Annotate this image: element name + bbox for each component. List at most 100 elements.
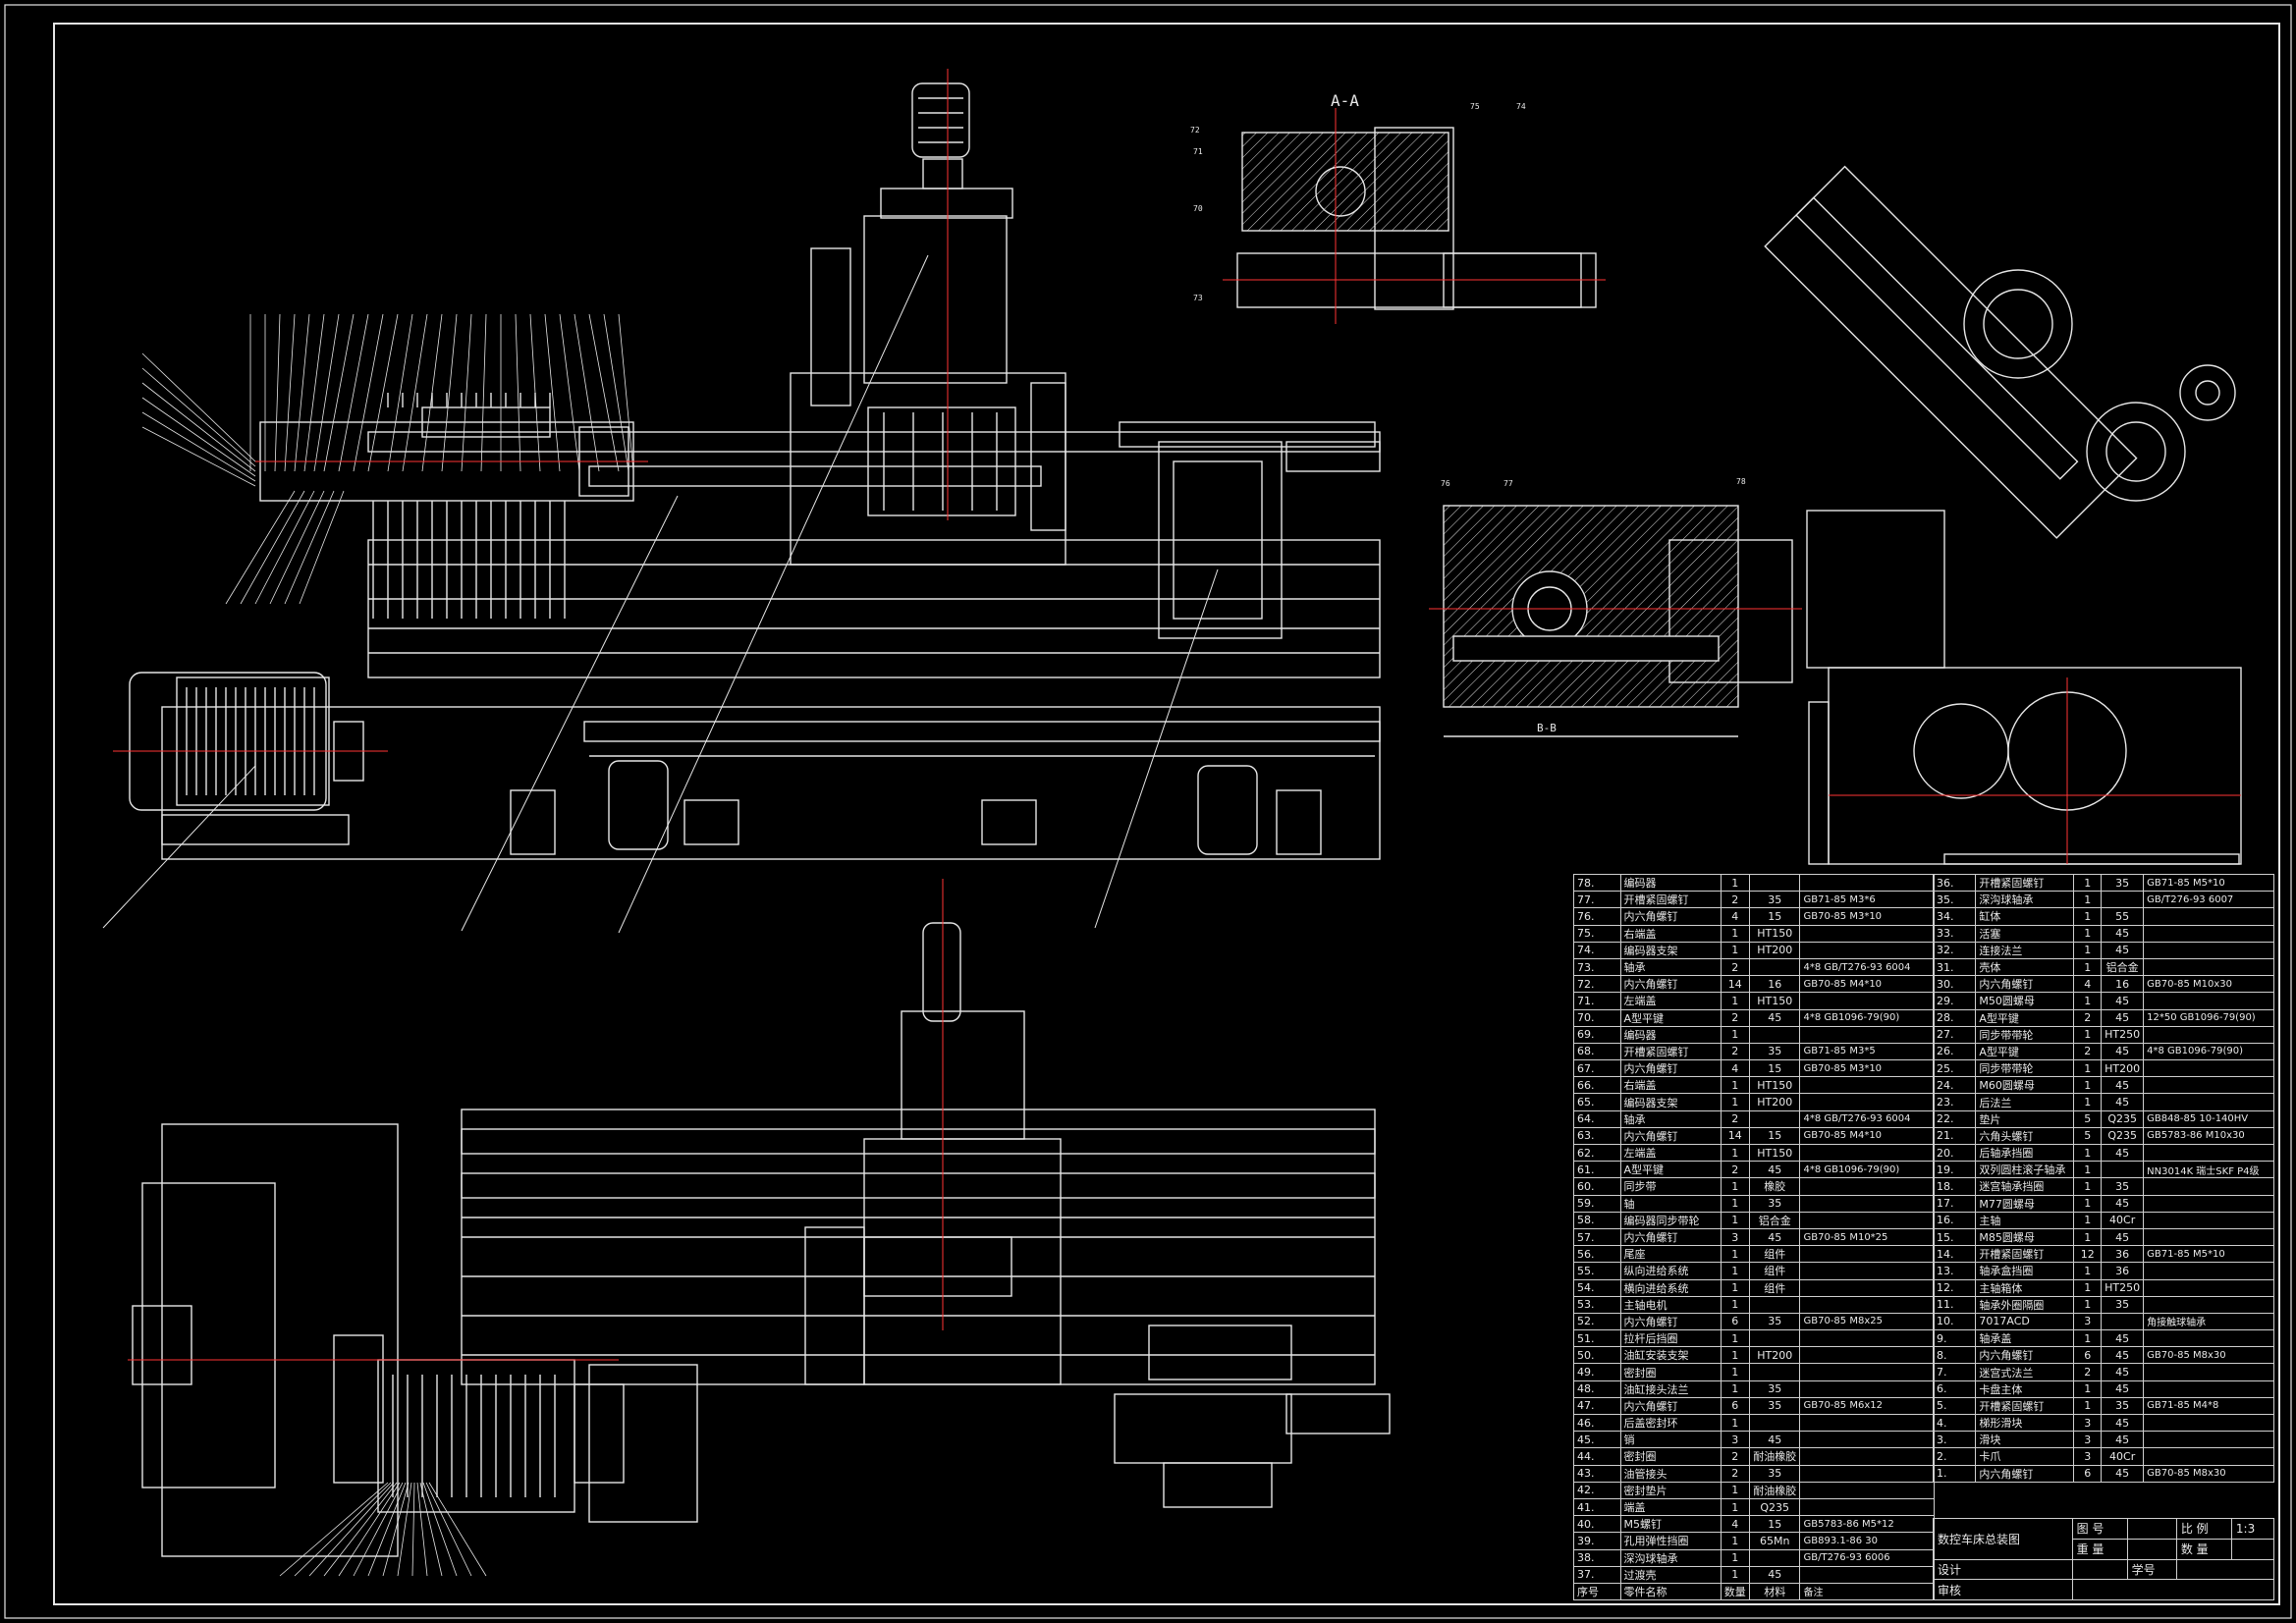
callout-76: 76 [1441,479,1450,488]
bom-cell [2101,891,2145,909]
bom-cell: 52. [1573,1312,1621,1331]
bom-cell: 12*50 GB1096-79(90) [2143,1008,2274,1027]
callout-70: 70 [1193,204,1203,213]
bom-cell: 35 [1748,1312,1801,1331]
bom-cell: 71. [1573,992,1621,1010]
bom-cell: 1 [2073,1329,2103,1348]
bom-cell: 主轴箱体 [1975,1278,2075,1297]
bom-cell: 55. [1573,1262,1621,1280]
bom-cell: 2 [1720,957,1750,977]
bom-cell: 3. [1932,1431,1977,1449]
bom-cell: 16 [1748,975,1801,994]
bom-cell: 3 [2073,1447,2103,1466]
bom-cell [1748,1109,1801,1128]
bom-cell: 45 [1748,1008,1801,1027]
bom-cell: 5. [1932,1396,1977,1416]
bom-cell: 1 [1720,1346,1750,1365]
bom-cell: Q235 [1748,1497,1801,1517]
bom-cell: 过渡壳 [1619,1565,1722,1584]
bom-cell: 同步带带轮 [1975,1059,2075,1078]
bom-cell: 39. [1573,1532,1621,1550]
bom-cell: 54. [1573,1278,1621,1297]
bom-cell: 9. [1932,1329,1977,1348]
bom-cell: 28. [1932,1008,1977,1027]
bom-cell: 卡爪 [1975,1447,2075,1466]
bom-cell: 3 [1720,1431,1750,1449]
bom-cell: 4*8 GB1096-79(90) [1799,1161,1935,1179]
bom-cell: GB71-85 M5*10 [2143,1245,2274,1264]
bom-cell: 40Cr [2101,1211,2145,1229]
bom-cell [2101,1312,2145,1331]
bom-cell [2143,1329,2274,1348]
bom-cell [1799,941,1935,959]
xue-hao-label: 学号 [2126,1558,2177,1581]
bom-cell [1799,1481,1935,1499]
bom-cell [1799,1025,1935,1044]
bom-cell: 45 [2101,1008,2145,1027]
bom-cell: 1 [2073,1059,2103,1078]
bom-cell: 卡盘主体 [1975,1380,2075,1398]
bom-cell: 1 [2073,957,2103,977]
bom-cell: 1 [2073,924,2103,943]
bom-cell: 1 [2073,1093,2103,1111]
bom-cell: 主轴电机 [1619,1295,1722,1314]
bom-cell: 2 [2073,1042,2103,1061]
bom-cell [1799,1076,1935,1095]
bom-cell: NN3014K 瑞士SKF P4级 [2143,1161,2274,1179]
bom-cell: 1 [1720,1497,1750,1517]
bom-cell [1799,1329,1935,1348]
outer-frame [4,4,2292,1619]
bom-cell: HT200 [2101,1059,2145,1078]
bom-cell: 45 [2101,1093,2145,1111]
bom-cell: 1 [1720,941,1750,959]
bom-cell: GB70-85 M10*25 [1799,1227,1935,1247]
bom-cell: 4 [1720,907,1750,926]
bom-cell: GB/T276-93 6006 [1799,1548,1935,1567]
section-b-label: B-B [1537,722,1557,734]
bom-cell: 4. [1932,1413,1977,1433]
bom-cell: 45. [1573,1431,1621,1449]
bom-cell: HT150 [1748,924,1801,943]
bom-cell: 15 [1748,907,1801,926]
she-ji-label: 设计 [1933,1558,2073,1581]
bom-cell: 1 [2073,1262,2103,1280]
bom-cell: 后盖密封环 [1619,1413,1722,1433]
bom-cell: 1 [2073,1227,2103,1247]
bom-cell: 4*8 GB/T276-93 6004 [1799,957,1935,977]
bom-cell: 深沟球轴承 [1975,891,2075,909]
bom-cell: 梯形滑块 [1975,1413,2075,1433]
bom-cell: 22. [1932,1109,1977,1128]
bom-cell [2143,1177,2274,1196]
bom-cell: 68. [1573,1042,1621,1061]
bom-cell: 20. [1932,1143,1977,1163]
bom-cell: 47. [1573,1396,1621,1416]
bom-cell: 64. [1573,1109,1621,1128]
bom-cell: 开槽紧固螺钉 [1619,891,1722,909]
bom-cell: Q235 [2101,1109,2145,1128]
bom-cell: M85圆螺母 [1975,1227,2075,1247]
bom-cell: 36. [1932,873,1977,893]
bom-cell: 45 [2101,1194,2145,1213]
bom-cell: GB5783-86 M10x30 [2143,1126,2274,1146]
bom-cell: 24. [1932,1076,1977,1095]
bom-cell: 1 [1720,1278,1750,1297]
bom-cell: 65. [1573,1093,1621,1111]
bom-cell: 1 [1720,1329,1750,1348]
bom-cell: 1 [2073,891,2103,909]
